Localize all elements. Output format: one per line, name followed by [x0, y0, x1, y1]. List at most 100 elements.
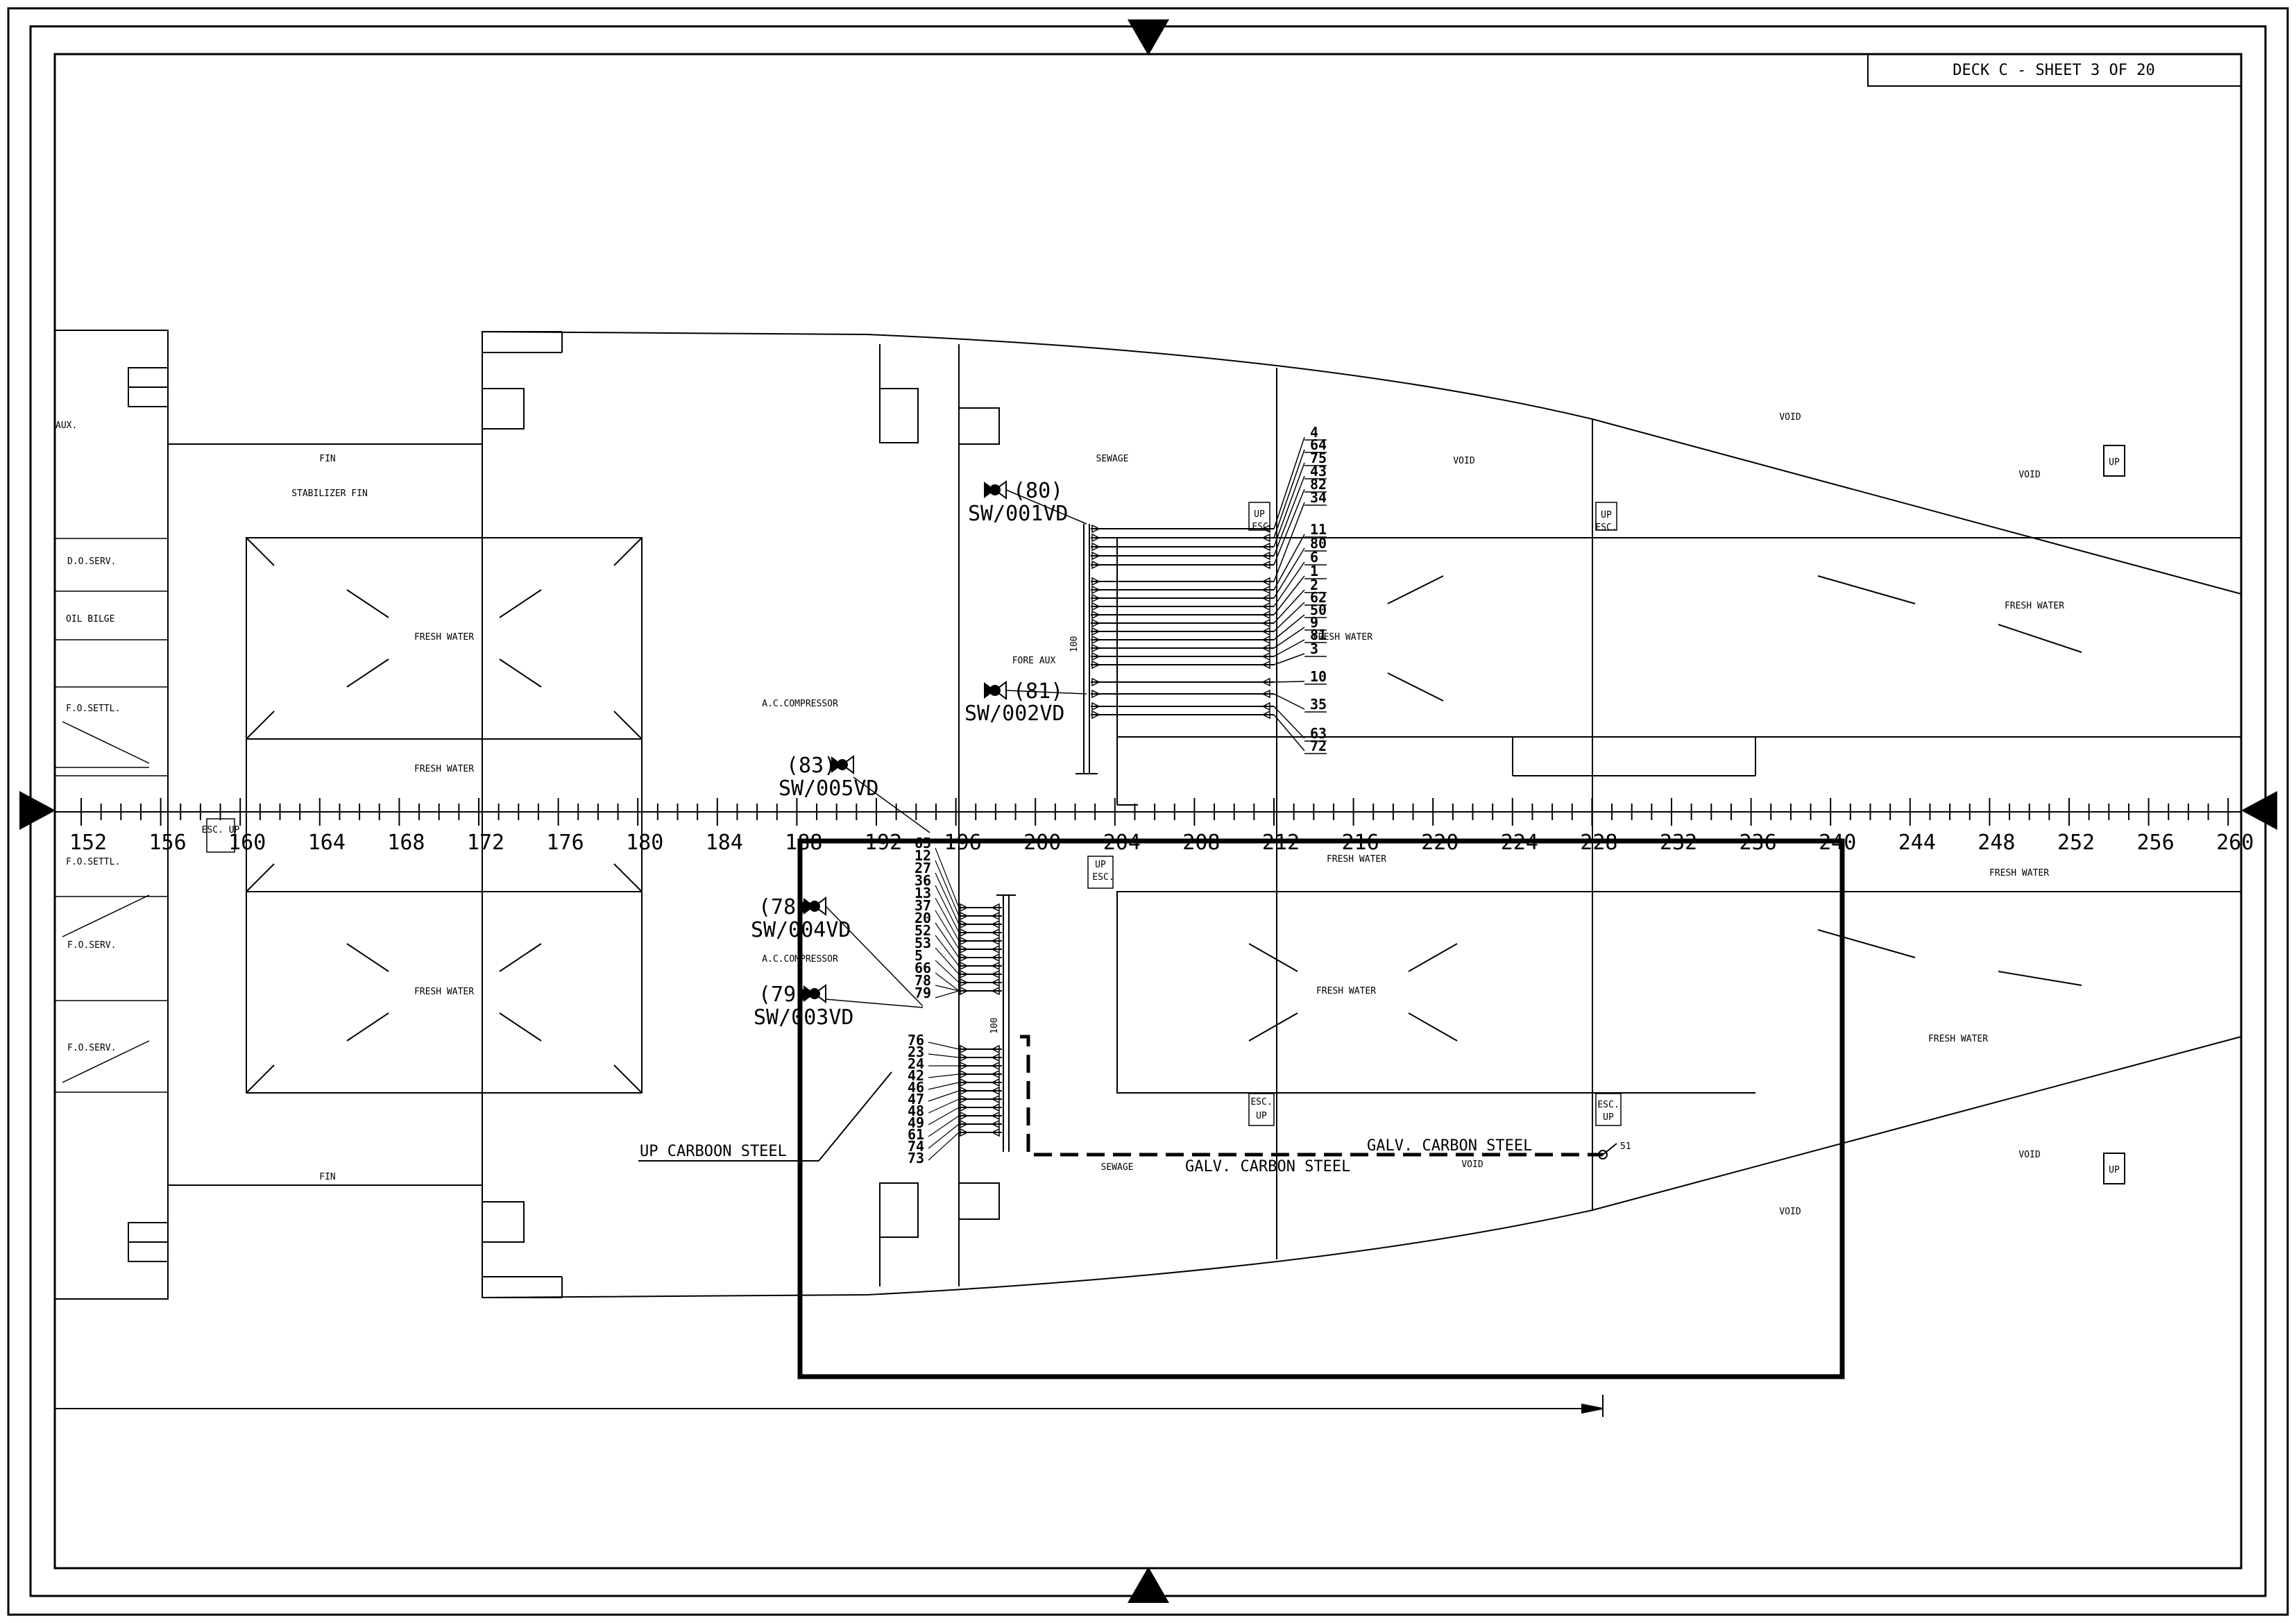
lower-manifold-number-a: 27 — [915, 860, 931, 876]
upper-pipe-valve-right — [1261, 585, 1270, 595]
lower-pipe-valve-right — [991, 919, 1000, 929]
upper-leader-line — [1273, 639, 1305, 657]
label-fin-bottom: FIN — [319, 1172, 335, 1182]
ruler-ticks — [80, 798, 2229, 826]
upper-leader-line — [1273, 561, 1305, 607]
label-fresh-water-6: FRESH WATER — [1327, 854, 1386, 865]
lower-pipe-valve-left — [960, 978, 969, 987]
lower-leader-line — [928, 1115, 960, 1137]
outer-sheet-border — [7, 7, 2289, 1616]
lower-manifold-number-a: 65 — [915, 835, 931, 851]
svg-text:(79): (79) — [758, 983, 808, 1007]
lower-manifold-number-b: 46 — [908, 1079, 924, 1096]
upper-manifold-number: 50 — [1310, 602, 1327, 618]
lower-manifold-number-a: 20 — [915, 910, 931, 926]
upper-pipe-valve-right — [1261, 610, 1270, 620]
upper-pipe-valve-right — [1261, 710, 1270, 720]
lower-pipe-valve-left — [960, 911, 969, 921]
svg-text:UP: UP — [1095, 860, 1106, 870]
lower-pipe-valve-right — [991, 903, 1000, 912]
lower-leader-line — [935, 897, 960, 942]
upper-pipe-valve-left — [1091, 551, 1100, 561]
lower-pipe-valve-left — [960, 953, 969, 962]
frame-number: 256 — [2137, 831, 2175, 855]
lower-leader-line — [928, 1042, 960, 1050]
upper-pipe-valve-left — [1091, 585, 1100, 595]
lower-leader-line — [935, 872, 960, 925]
label-void-3: VOID — [2018, 470, 2040, 480]
upper-leader-line — [1273, 436, 1305, 529]
upper-pipe-valve-left — [1091, 702, 1100, 711]
lower-pipe-valve-left — [960, 936, 969, 946]
bottom-dimension — [55, 1395, 1604, 1417]
esc-marker-3: ESC. UP — [202, 818, 240, 853]
upper-pipe-valve-right — [1261, 524, 1270, 534]
svg-text:UP: UP — [2109, 457, 2120, 468]
lower-pipe-valve-left — [960, 1069, 969, 1079]
lower-pipe-valve-right — [991, 1119, 1000, 1129]
svg-text:UP: UP — [1601, 510, 1612, 520]
lower-manifold-number-b: 74 — [908, 1138, 924, 1155]
upper-leader-line — [1273, 627, 1305, 649]
lower-manifold-pipes — [959, 903, 1002, 1137]
title-block — [1867, 53, 2242, 87]
lower-pipe-valve-left — [960, 1044, 969, 1054]
centering-arrow-bottom — [1128, 1567, 1169, 1603]
valve-78: (78) SW/004VD — [751, 895, 924, 1007]
frame-number: 252 — [2057, 831, 2095, 855]
galv-dashed-pipe — [1020, 1035, 1603, 1157]
lower-pipe-valve-right — [991, 1078, 1000, 1087]
upper-pipe-valve-right — [1261, 533, 1270, 543]
label-fo-settl-top: F.O.SETTL. — [66, 704, 120, 714]
lower-leader-line — [928, 1098, 960, 1114]
svg-text:SW/004VD: SW/004VD — [751, 918, 851, 942]
lower-manifold — [996, 894, 1016, 1152]
upper-pipe-valve-left — [1091, 635, 1100, 645]
lower-leader-line — [935, 910, 960, 950]
svg-text:ESC.: ESC. — [1595, 522, 1617, 533]
lower-pipe-valve-left — [960, 1061, 969, 1071]
upper-pipe-valve-left — [1091, 627, 1100, 636]
label-ac-compressor-1: A.C.COMPRESSOR — [762, 699, 838, 709]
upper-manifold-pipes — [1091, 524, 1274, 720]
lower-pipe-valve-right — [991, 986, 1000, 996]
label-aux: AUX. — [56, 420, 77, 431]
lower-pipe-valve-right — [991, 1086, 1000, 1096]
lower-pipe-size: 100 — [989, 1018, 1000, 1034]
upper-leader-line — [1273, 575, 1305, 615]
upper-leader-line — [1273, 589, 1305, 624]
upper-manifold-number: 72 — [1310, 738, 1327, 754]
lower-pipe-valve-right — [991, 969, 1000, 979]
up-carbon-steel-label: UP CARBOON STEEL — [640, 1143, 787, 1160]
upper-manifold-number: 80 — [1310, 535, 1327, 552]
upper-leader-line — [1273, 653, 1305, 665]
upper-manifold-number: 4 — [1310, 424, 1318, 441]
sheet-label: DECK C - SHEET 3 OF 20 — [1953, 62, 2154, 79]
esc-marker-5: ESC. UP — [1248, 1093, 1275, 1126]
lower-manifold-number-a: 13 — [915, 885, 931, 901]
lower-manifold-number-b: 49 — [908, 1114, 924, 1131]
upper-manifold-number: 9 — [1310, 614, 1318, 631]
frame-number: 152 — [69, 831, 107, 855]
lower-leader-line — [928, 1053, 960, 1058]
svg-text:ESC.: ESC. — [1250, 1097, 1272, 1107]
frame-number: 156 — [149, 831, 187, 855]
lower-leader-line — [935, 947, 960, 975]
port-tanks — [55, 538, 168, 1093]
centering-arrow-right — [2241, 791, 2277, 830]
lower-pipe-valve-right — [991, 936, 1000, 946]
lower-pipe-valve-right — [991, 1053, 1000, 1062]
svg-text:SW/003VD: SW/003VD — [754, 1005, 854, 1030]
label-fresh-water-8: FRESH WATER — [1316, 986, 1376, 996]
lower-leader-line — [935, 960, 960, 983]
upper-manifold-number: 82 — [1310, 476, 1327, 493]
upper-pipe-valve-left — [1091, 710, 1100, 720]
lower-pipe-valve-left — [960, 986, 969, 996]
lower-leader-line — [928, 1132, 960, 1161]
upper-pipe-valve-right — [1261, 560, 1270, 570]
lower-pipe-valve-right — [991, 911, 1000, 921]
label-oil-bilge: OIL BILGE — [66, 614, 114, 624]
svg-text:UP: UP — [1256, 1111, 1267, 1121]
upper-pipe-valve-left — [1091, 542, 1100, 552]
upper-leader-line — [1273, 693, 1305, 710]
